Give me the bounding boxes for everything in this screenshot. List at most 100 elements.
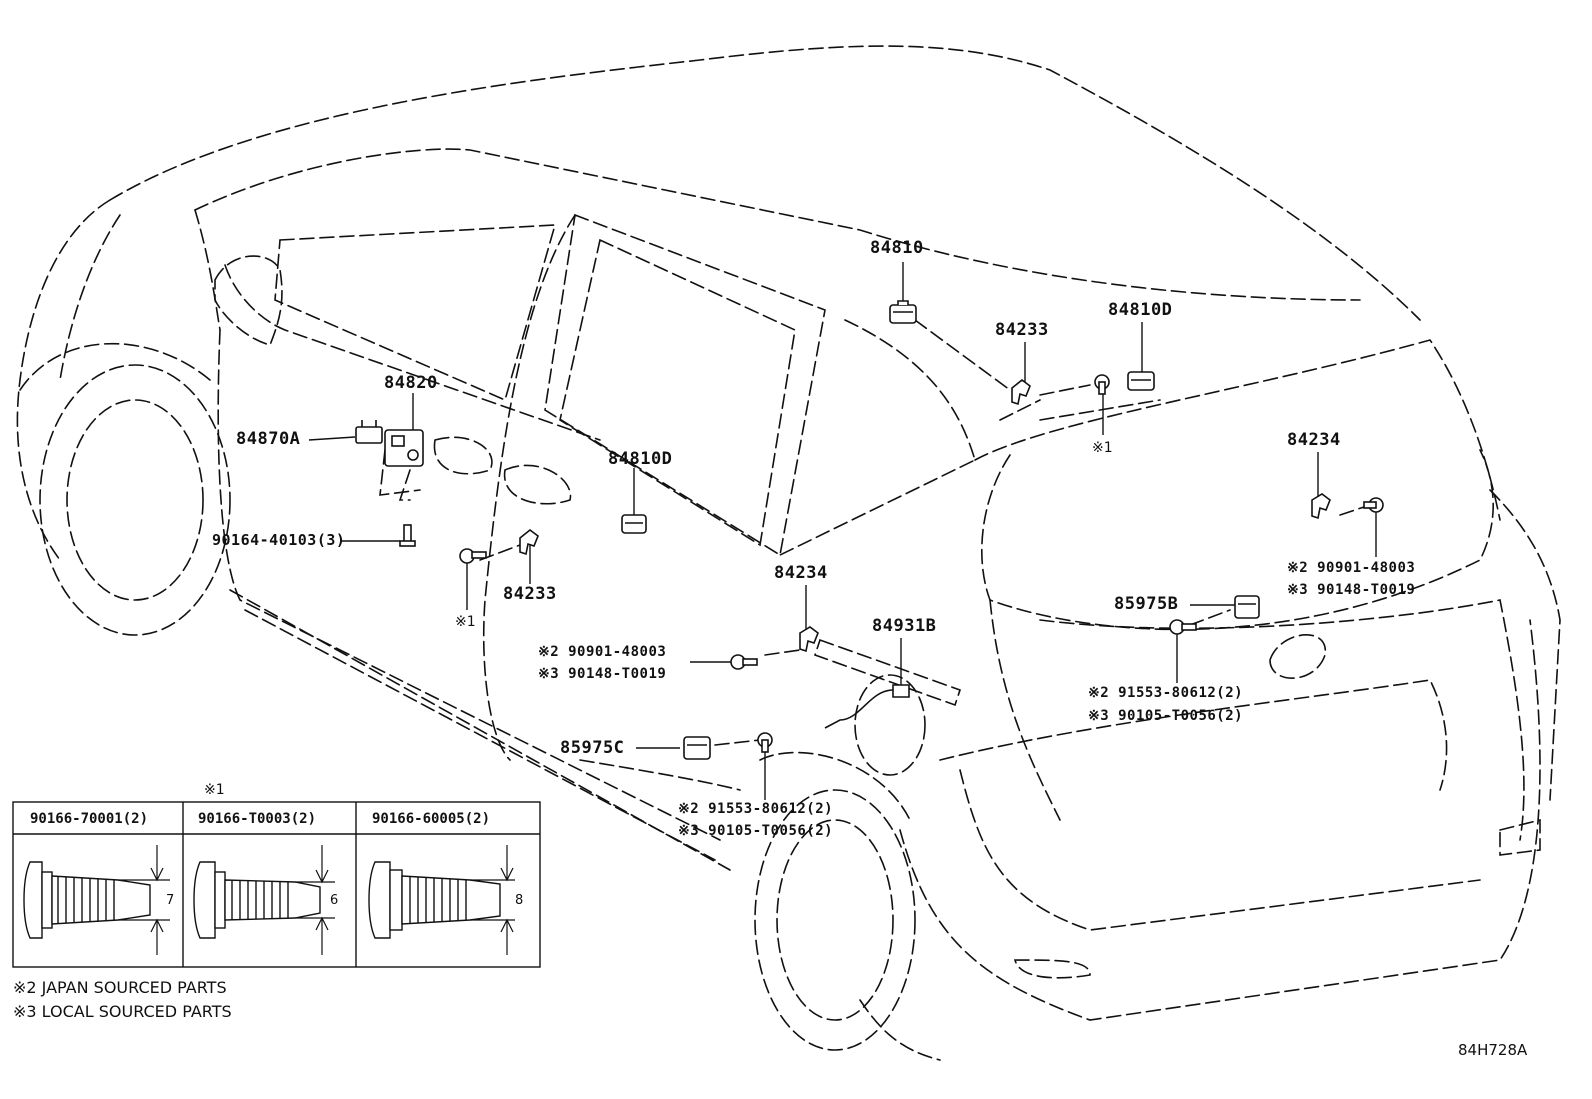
rear-wheel bbox=[754, 789, 916, 1051]
bracket-84233-top-icon bbox=[1011, 378, 1031, 406]
switch-84870A-icon bbox=[355, 420, 383, 444]
front-outline bbox=[16, 199, 111, 561]
belt-line bbox=[224, 264, 601, 441]
bracket-84234-mid-icon bbox=[799, 626, 819, 653]
sensor-84810-icon bbox=[889, 300, 917, 324]
bolt-85975B-icon bbox=[1169, 619, 1197, 635]
bracket-84233-mid-icon bbox=[519, 528, 539, 556]
callout-right-90148: ※3 90148-T0019 bbox=[1287, 582, 1416, 598]
roof-rail-outline bbox=[194, 148, 1361, 301]
spoiler bbox=[999, 399, 1161, 421]
dimension-1: 7 bbox=[166, 893, 175, 908]
rear-arch bbox=[759, 751, 911, 821]
fuel-door bbox=[854, 674, 926, 776]
callout-left-90105: ※3 90105-T0056(2) bbox=[678, 823, 834, 839]
leader-g bbox=[764, 649, 801, 656]
sliding-handle bbox=[503, 464, 572, 505]
a-pillar bbox=[194, 209, 221, 331]
sensor-84810D-top-icon bbox=[1127, 371, 1155, 391]
note-local-sourced: ※3 LOCAL SOURCED PARTS bbox=[13, 1002, 232, 1021]
leader-e bbox=[1189, 609, 1231, 626]
sliding-window-inner bbox=[559, 238, 796, 547]
reflector bbox=[1013, 959, 1091, 979]
back-glass-top bbox=[974, 339, 1501, 521]
tailgate-outline bbox=[1039, 599, 1525, 841]
front-door-outline bbox=[217, 329, 721, 841]
fastener-table-lines bbox=[12, 801, 541, 968]
callout-84234-right: 84234 bbox=[1287, 430, 1341, 450]
callout-84233-mid: 84233 bbox=[503, 584, 557, 604]
diagram-id: 84H728A bbox=[1458, 1041, 1528, 1059]
dimension-3: 8 bbox=[515, 893, 524, 908]
callout-right-90105: ※3 90105-T0056(2) bbox=[1088, 708, 1244, 724]
bumper-top bbox=[959, 769, 1481, 931]
front-wheel-rim bbox=[66, 399, 204, 601]
bracket-dash-2 bbox=[379, 449, 421, 496]
callout-right-91553: ※2 91553-80612(2) bbox=[1088, 685, 1244, 701]
bumper-outline bbox=[899, 619, 1541, 1021]
front-arch bbox=[19, 342, 211, 391]
front-handle bbox=[433, 436, 493, 475]
bracket-84234-right-icon bbox=[1311, 493, 1331, 520]
table-title: ※1 bbox=[204, 782, 225, 798]
rear-lamp-lower bbox=[1499, 818, 1541, 856]
quarter-window bbox=[779, 319, 976, 556]
callout-84931B: 84931B bbox=[872, 616, 937, 636]
sensor-84810D-mid-icon bbox=[621, 514, 647, 534]
table-header-2: 90166-T0003(2) bbox=[198, 811, 317, 827]
actuator-84820-icon bbox=[384, 429, 424, 467]
sliding-window bbox=[544, 213, 826, 557]
callout-left-91553: ※2 91553-80612(2) bbox=[678, 801, 834, 817]
leader-b bbox=[1039, 384, 1091, 396]
callout-84233-top: 84233 bbox=[995, 320, 1049, 340]
tailgate-left bbox=[989, 599, 1061, 821]
mark-1-left: ※1 bbox=[455, 614, 476, 630]
table-header-3: 90166-60005(2) bbox=[372, 811, 491, 827]
screw-90164-icon bbox=[399, 524, 416, 547]
dimension-lines bbox=[118, 845, 515, 955]
callout-84870A: 84870A bbox=[236, 429, 301, 449]
rocker-line bbox=[229, 589, 731, 871]
bracket-dash bbox=[398, 469, 411, 501]
bolt-mid-icon bbox=[459, 548, 487, 564]
fastener-drawings bbox=[23, 861, 501, 939]
rear-corner bbox=[1489, 489, 1561, 801]
callout-mid-90901: ※2 90901-48003 bbox=[538, 644, 667, 660]
front-wheel bbox=[39, 364, 231, 636]
callout-85975C: 85975C bbox=[560, 738, 625, 758]
note-japan-sourced: ※2 JAPAN SOURCED PARTS bbox=[13, 978, 227, 997]
roof-outline bbox=[109, 45, 1421, 321]
door-seam bbox=[482, 214, 576, 761]
bolt-mid-2-icon bbox=[730, 654, 758, 670]
sliding-rail bbox=[813, 638, 962, 707]
table-header-1: 90166-70001(2) bbox=[30, 811, 149, 827]
front-window bbox=[274, 224, 557, 402]
side-mirror bbox=[214, 255, 283, 346]
bolt-top-icon bbox=[1094, 374, 1110, 395]
callout-84810: 84810 bbox=[870, 238, 924, 258]
step-line bbox=[579, 759, 741, 791]
sensor-85975B-icon bbox=[1234, 595, 1260, 619]
callout-mid-90148: ※3 90148-T0019 bbox=[538, 666, 667, 682]
sensor-85975C-icon bbox=[683, 736, 711, 760]
license-area bbox=[939, 679, 1448, 791]
bolt-right-icon bbox=[1363, 497, 1384, 513]
mark-1-top: ※1 bbox=[1092, 440, 1113, 456]
bolt-85975C-icon bbox=[757, 732, 773, 753]
leader-f bbox=[714, 739, 761, 746]
callout-84810D-mid: 84810D bbox=[608, 449, 673, 469]
rear-wheel-rim bbox=[776, 819, 894, 1021]
callout-85975B: 85975B bbox=[1114, 594, 1179, 614]
callout-84810D-top: 84810D bbox=[1108, 300, 1173, 320]
callout-90164: 90164-40103(3) bbox=[212, 531, 346, 549]
hood-outline bbox=[59, 214, 121, 381]
leader-a bbox=[914, 319, 1011, 391]
rear-lower bbox=[859, 999, 941, 1061]
callout-right-90901: ※2 90901-48003 bbox=[1287, 560, 1416, 576]
dimension-2: 6 bbox=[330, 893, 339, 908]
harness-84931B-icon bbox=[824, 684, 910, 729]
rocker-line-2 bbox=[244, 609, 716, 861]
callout-84820: 84820 bbox=[384, 373, 438, 393]
